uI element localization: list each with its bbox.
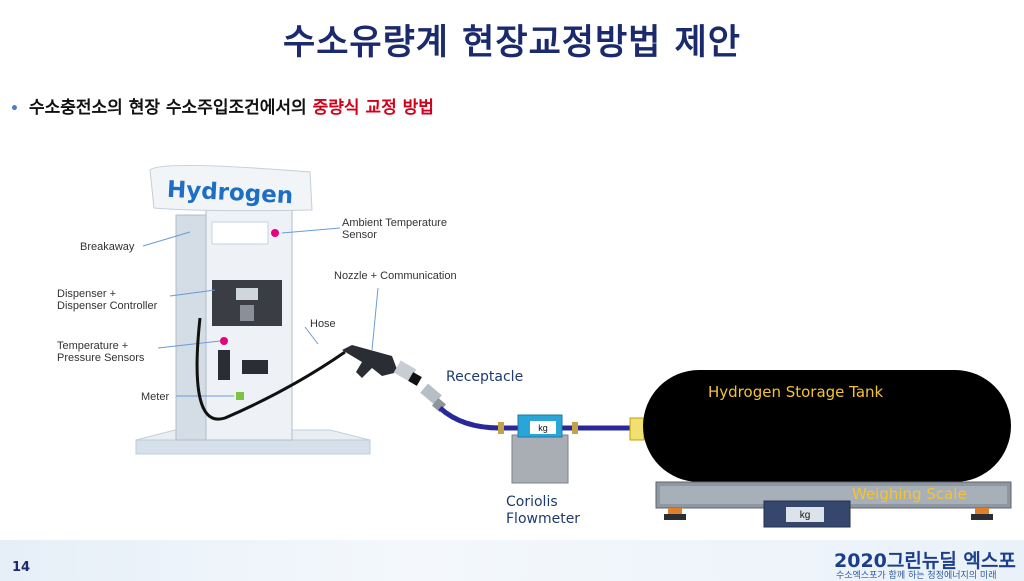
nozzle: [342, 345, 422, 386]
label-coriolis-line2: Flowmeter: [506, 511, 581, 527]
ambient-sensor-dot: [271, 229, 279, 237]
hydrogen-sign: [149, 164, 313, 212]
scale-unit-label: kg: [800, 510, 811, 521]
page-number: 14: [12, 560, 31, 575]
bullet-text: 수소충전소의 현장 수소주입조건에서의: [28, 98, 313, 118]
leader-lines: [142, 227, 379, 397]
label-nozzle: Nozzle + Communication: [334, 270, 457, 282]
label-hose: Hose: [310, 318, 336, 330]
footer-band: [0, 540, 1024, 581]
dispenser-body: [175, 204, 293, 441]
label-ambient-sensor: Ambient Temperature Sensor: [342, 217, 447, 241]
hose: [195, 317, 346, 421]
bullet-highlight: 중량식 교정 방법: [312, 98, 434, 118]
flowmeter-unit-label: kg: [538, 423, 548, 433]
label-dispenser-line1: Dispenser +: [57, 288, 117, 300]
label-coriolis-flowmeter: Coriolis Flowmeter: [506, 494, 580, 528]
label-temp-line1: Temperature +: [57, 340, 129, 352]
label-temp-line2: Pressure Sensors: [57, 352, 145, 364]
label-breakaway: Breakaway: [80, 241, 135, 253]
tank-valve: [629, 417, 645, 441]
coriolis-flowmeter: [511, 414, 569, 484]
label-storage-tank: Hydrogen Storage Tank: [708, 383, 884, 401]
label-coriolis-line1: Coriolis: [506, 494, 558, 510]
pipe-fitting: [572, 422, 578, 434]
expo-logo-title: 2020그린뉴딜 엑스포: [834, 550, 1016, 572]
temperature-sensor-dot: [220, 337, 228, 345]
label-ambient-line2: Sensor: [342, 229, 377, 241]
expo-logo-subtitle: 수소엑스포가 함께 하는 청정에너지의 미래: [836, 571, 997, 581]
label-dispenser: Dispenser + Dispenser Controller: [57, 288, 157, 312]
label-temperature-sensors: Temperature + Pressure Sensors: [57, 340, 144, 364]
bullet-icon: •: [10, 101, 19, 117]
label-meter: Meter: [141, 391, 170, 403]
label-weighing-scale: Weighing Scale: [852, 485, 967, 503]
label-dispenser-line2: Dispenser Controller: [57, 300, 158, 312]
label-ambient-line1: Ambient Temperature: [342, 217, 447, 229]
bullet-line: • 수소충전소의 현장 수소주입조건에서의 중량식 교정 방법: [10, 93, 434, 118]
hydrogen-storage-tank: [643, 370, 1011, 482]
label-receptacle: Receptacle: [446, 369, 524, 385]
pipe-fitting: [498, 422, 504, 434]
weighing-scale: [655, 481, 1012, 528]
slide-title: 수소유량계 현장교정방법 제안: [283, 23, 741, 63]
